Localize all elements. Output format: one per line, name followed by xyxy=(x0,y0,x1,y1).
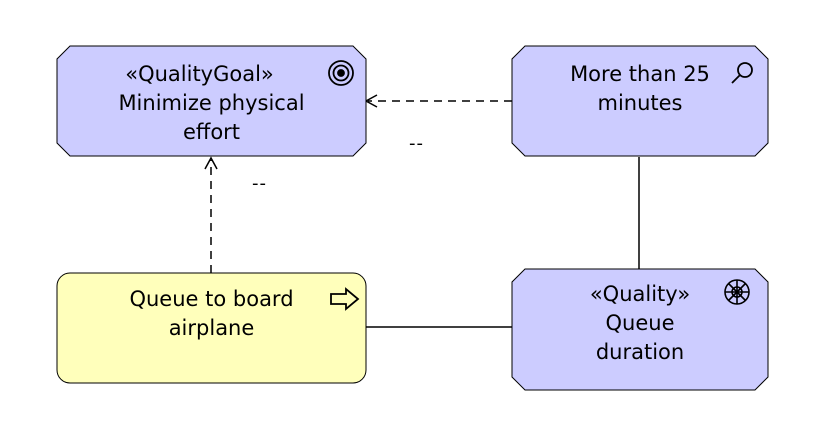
queue-board-name-line1: Queue to board xyxy=(129,287,294,311)
influence-edge-left-arrowhead xyxy=(204,156,218,170)
queue-board-shape[interactable] xyxy=(56,272,367,384)
magnifier-icon xyxy=(731,62,753,84)
queue-duration-element[interactable]: «Quality» Queue duration xyxy=(512,280,768,367)
helm-wheel-icon xyxy=(724,279,750,305)
influence-top-label: -- xyxy=(409,133,424,154)
target-icon xyxy=(328,60,354,86)
more-than-name-line1: More than 25 xyxy=(570,62,710,86)
quality-goal-stereotype: «QualityGoal» xyxy=(125,62,274,86)
influence-left-label: -- xyxy=(252,173,267,194)
queue-duration-name-line2: duration xyxy=(595,340,685,364)
quality-goal-name-line2: effort xyxy=(182,120,241,144)
queue-duration-name-line1: Queue xyxy=(605,311,675,335)
more-than-shape[interactable] xyxy=(511,45,769,157)
quality-goal-shape[interactable] xyxy=(56,45,367,157)
more-than-element[interactable]: More than 25 minutes xyxy=(512,60,768,118)
arrow-right-icon xyxy=(330,287,360,311)
connections xyxy=(204,94,640,328)
quality-goal-element[interactable]: «QualityGoal» Minimize physical effort xyxy=(57,60,366,147)
queue-duration-stereotype: «Quality» xyxy=(589,282,691,306)
queue-board-name-line2: airplane xyxy=(168,316,255,340)
queue-duration-shape[interactable] xyxy=(511,268,769,391)
more-than-name-line2: minutes xyxy=(597,91,683,115)
quality-goal-name-line1: Minimize physical xyxy=(118,91,305,115)
node-shapes xyxy=(56,45,769,391)
queue-board-element[interactable]: Queue to board airplane xyxy=(57,285,366,343)
